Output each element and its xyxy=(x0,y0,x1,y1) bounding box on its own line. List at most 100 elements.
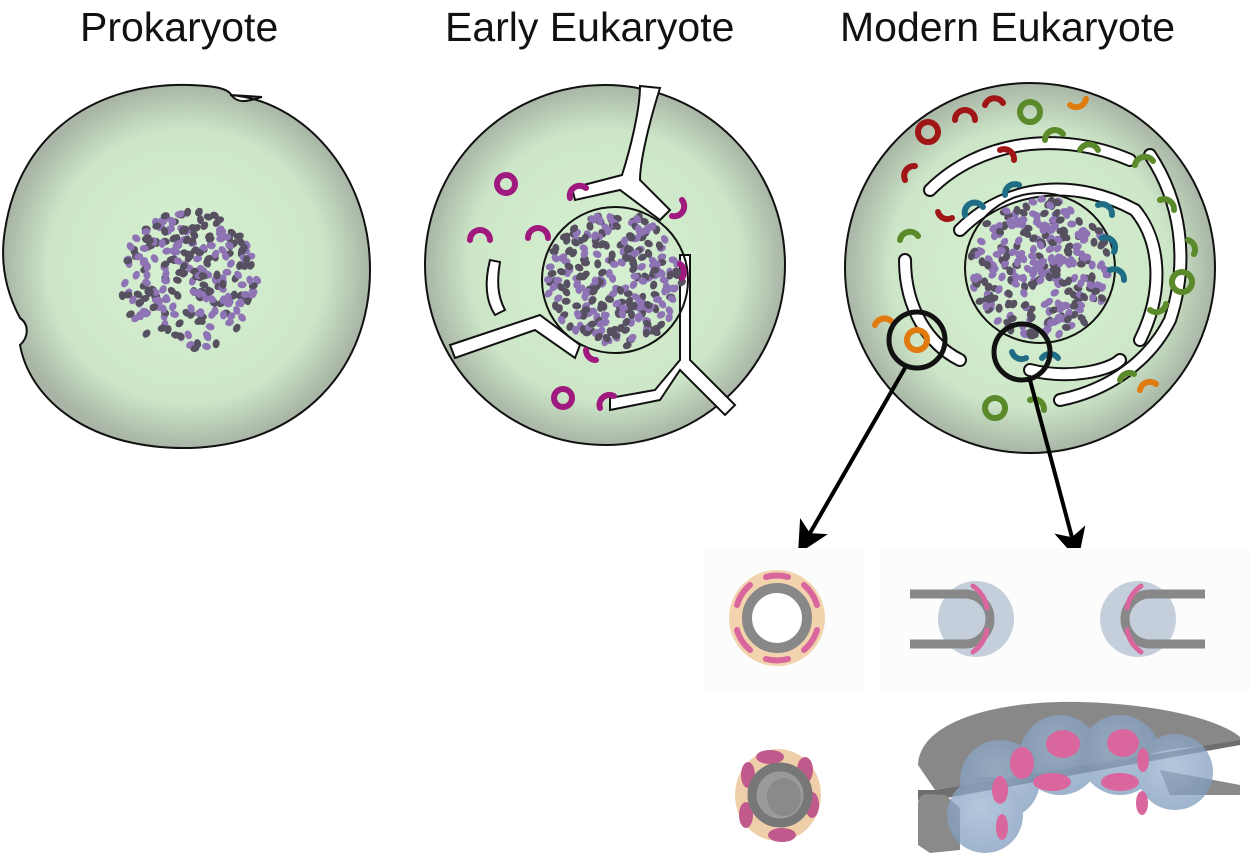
dna-dot xyxy=(555,304,563,314)
dna-dot xyxy=(1050,289,1060,297)
dna-dot xyxy=(234,270,243,280)
dna-dot xyxy=(544,289,553,298)
dna-dot xyxy=(184,207,192,217)
dna-dot xyxy=(1097,241,1106,250)
dna-dot xyxy=(588,296,597,305)
dna-dot xyxy=(157,324,167,332)
dna-dot xyxy=(158,238,166,248)
dna-dot xyxy=(1055,313,1065,321)
dna-dot xyxy=(1034,252,1044,260)
dna-dot xyxy=(1020,273,1028,283)
modern-eukaryote-cell xyxy=(798,82,1216,561)
dna-dot xyxy=(199,281,209,289)
dna-dot xyxy=(161,226,169,236)
dna-dot xyxy=(644,301,653,309)
dna-dot xyxy=(1072,242,1082,250)
dna-dot xyxy=(1014,236,1023,245)
orange-markers xyxy=(872,96,1159,393)
title-modern-eukaryote: Modern Eukaryote xyxy=(840,4,1176,50)
dna-dot xyxy=(653,295,662,303)
dna-dot xyxy=(587,320,597,328)
dna-dot xyxy=(629,280,638,289)
dna-dot xyxy=(622,341,632,350)
dna-dot xyxy=(253,275,262,285)
prokaryote-cell xyxy=(2,83,372,450)
dna-dot xyxy=(1027,252,1037,260)
dna-dot xyxy=(197,308,205,318)
dna-dot xyxy=(197,264,206,274)
dna-dot xyxy=(1051,271,1061,279)
dna-dot xyxy=(196,215,205,225)
zoom-circle-nuclear-pore-left xyxy=(886,309,948,371)
dna-dot xyxy=(145,288,154,297)
inset-pore-side-view xyxy=(879,548,1250,693)
dna-dot xyxy=(170,310,179,318)
dna-dot xyxy=(1028,198,1038,206)
dna-dot xyxy=(569,224,579,233)
dna-dot xyxy=(626,255,636,263)
dna-dot xyxy=(592,250,602,258)
dna-dot xyxy=(620,236,629,246)
dna-dot xyxy=(183,235,191,245)
dna-dot xyxy=(1091,287,1101,296)
dna-dot xyxy=(551,254,560,263)
dna-dot xyxy=(235,299,244,307)
dna-dot xyxy=(644,249,653,258)
dna-dot xyxy=(657,269,666,278)
dna-dot xyxy=(121,278,129,288)
dna-dot xyxy=(561,297,571,305)
dna-dot xyxy=(1013,257,1021,267)
dna-dot xyxy=(598,268,607,277)
dna-dot xyxy=(1029,234,1038,243)
dna-dot xyxy=(629,265,638,273)
dna-dot xyxy=(135,299,145,307)
dna-dot xyxy=(1036,240,1045,250)
dna-dot xyxy=(190,230,199,239)
dna-dot xyxy=(993,317,1003,325)
dna-dot xyxy=(556,282,565,292)
dna-dot xyxy=(242,255,251,265)
dna-dot xyxy=(1102,248,1111,257)
dna-dot xyxy=(557,254,567,263)
dna-dot xyxy=(1053,244,1062,253)
dna-dot xyxy=(1006,217,1014,226)
dna-dot xyxy=(623,290,633,298)
dna-dot xyxy=(172,276,182,284)
dna-dot xyxy=(995,227,1005,236)
dna-dot xyxy=(1067,220,1077,228)
dna-dot xyxy=(621,326,630,334)
dna-dot xyxy=(1088,260,1096,270)
dna-dot xyxy=(1023,264,1032,273)
dna-dot xyxy=(547,270,557,278)
dna-dot xyxy=(118,291,126,301)
dna-dot xyxy=(668,256,678,264)
dna-dot xyxy=(1019,209,1028,217)
dna-dot xyxy=(635,297,644,306)
dna-dot xyxy=(549,283,558,292)
dna-dot xyxy=(1061,301,1071,310)
pore-markers xyxy=(467,172,688,411)
dna-dot xyxy=(1069,302,1079,310)
dna-dot xyxy=(643,225,651,234)
dna-dot xyxy=(160,260,170,268)
dna-dot xyxy=(571,325,580,335)
dna-dot xyxy=(589,287,598,296)
dna-dot xyxy=(1007,315,1017,323)
dna-dot xyxy=(1001,221,1009,231)
dna-dot xyxy=(1046,201,1055,210)
dna-dot xyxy=(600,301,608,311)
dna-dot xyxy=(1049,257,1058,266)
dna-dot xyxy=(142,309,152,318)
inset-envelope-3d xyxy=(918,701,1240,853)
dna-dot xyxy=(210,211,219,220)
dna-dot xyxy=(1005,289,1013,298)
dna-dot xyxy=(1002,252,1011,262)
dna-dot xyxy=(139,245,149,253)
dna-dot xyxy=(667,284,677,292)
dna-dot xyxy=(608,273,617,283)
dna-dot xyxy=(1020,301,1030,309)
dna-dot xyxy=(1055,216,1065,224)
dna-dot xyxy=(160,212,170,220)
dna-dot xyxy=(176,210,185,218)
chromatin xyxy=(543,212,686,350)
